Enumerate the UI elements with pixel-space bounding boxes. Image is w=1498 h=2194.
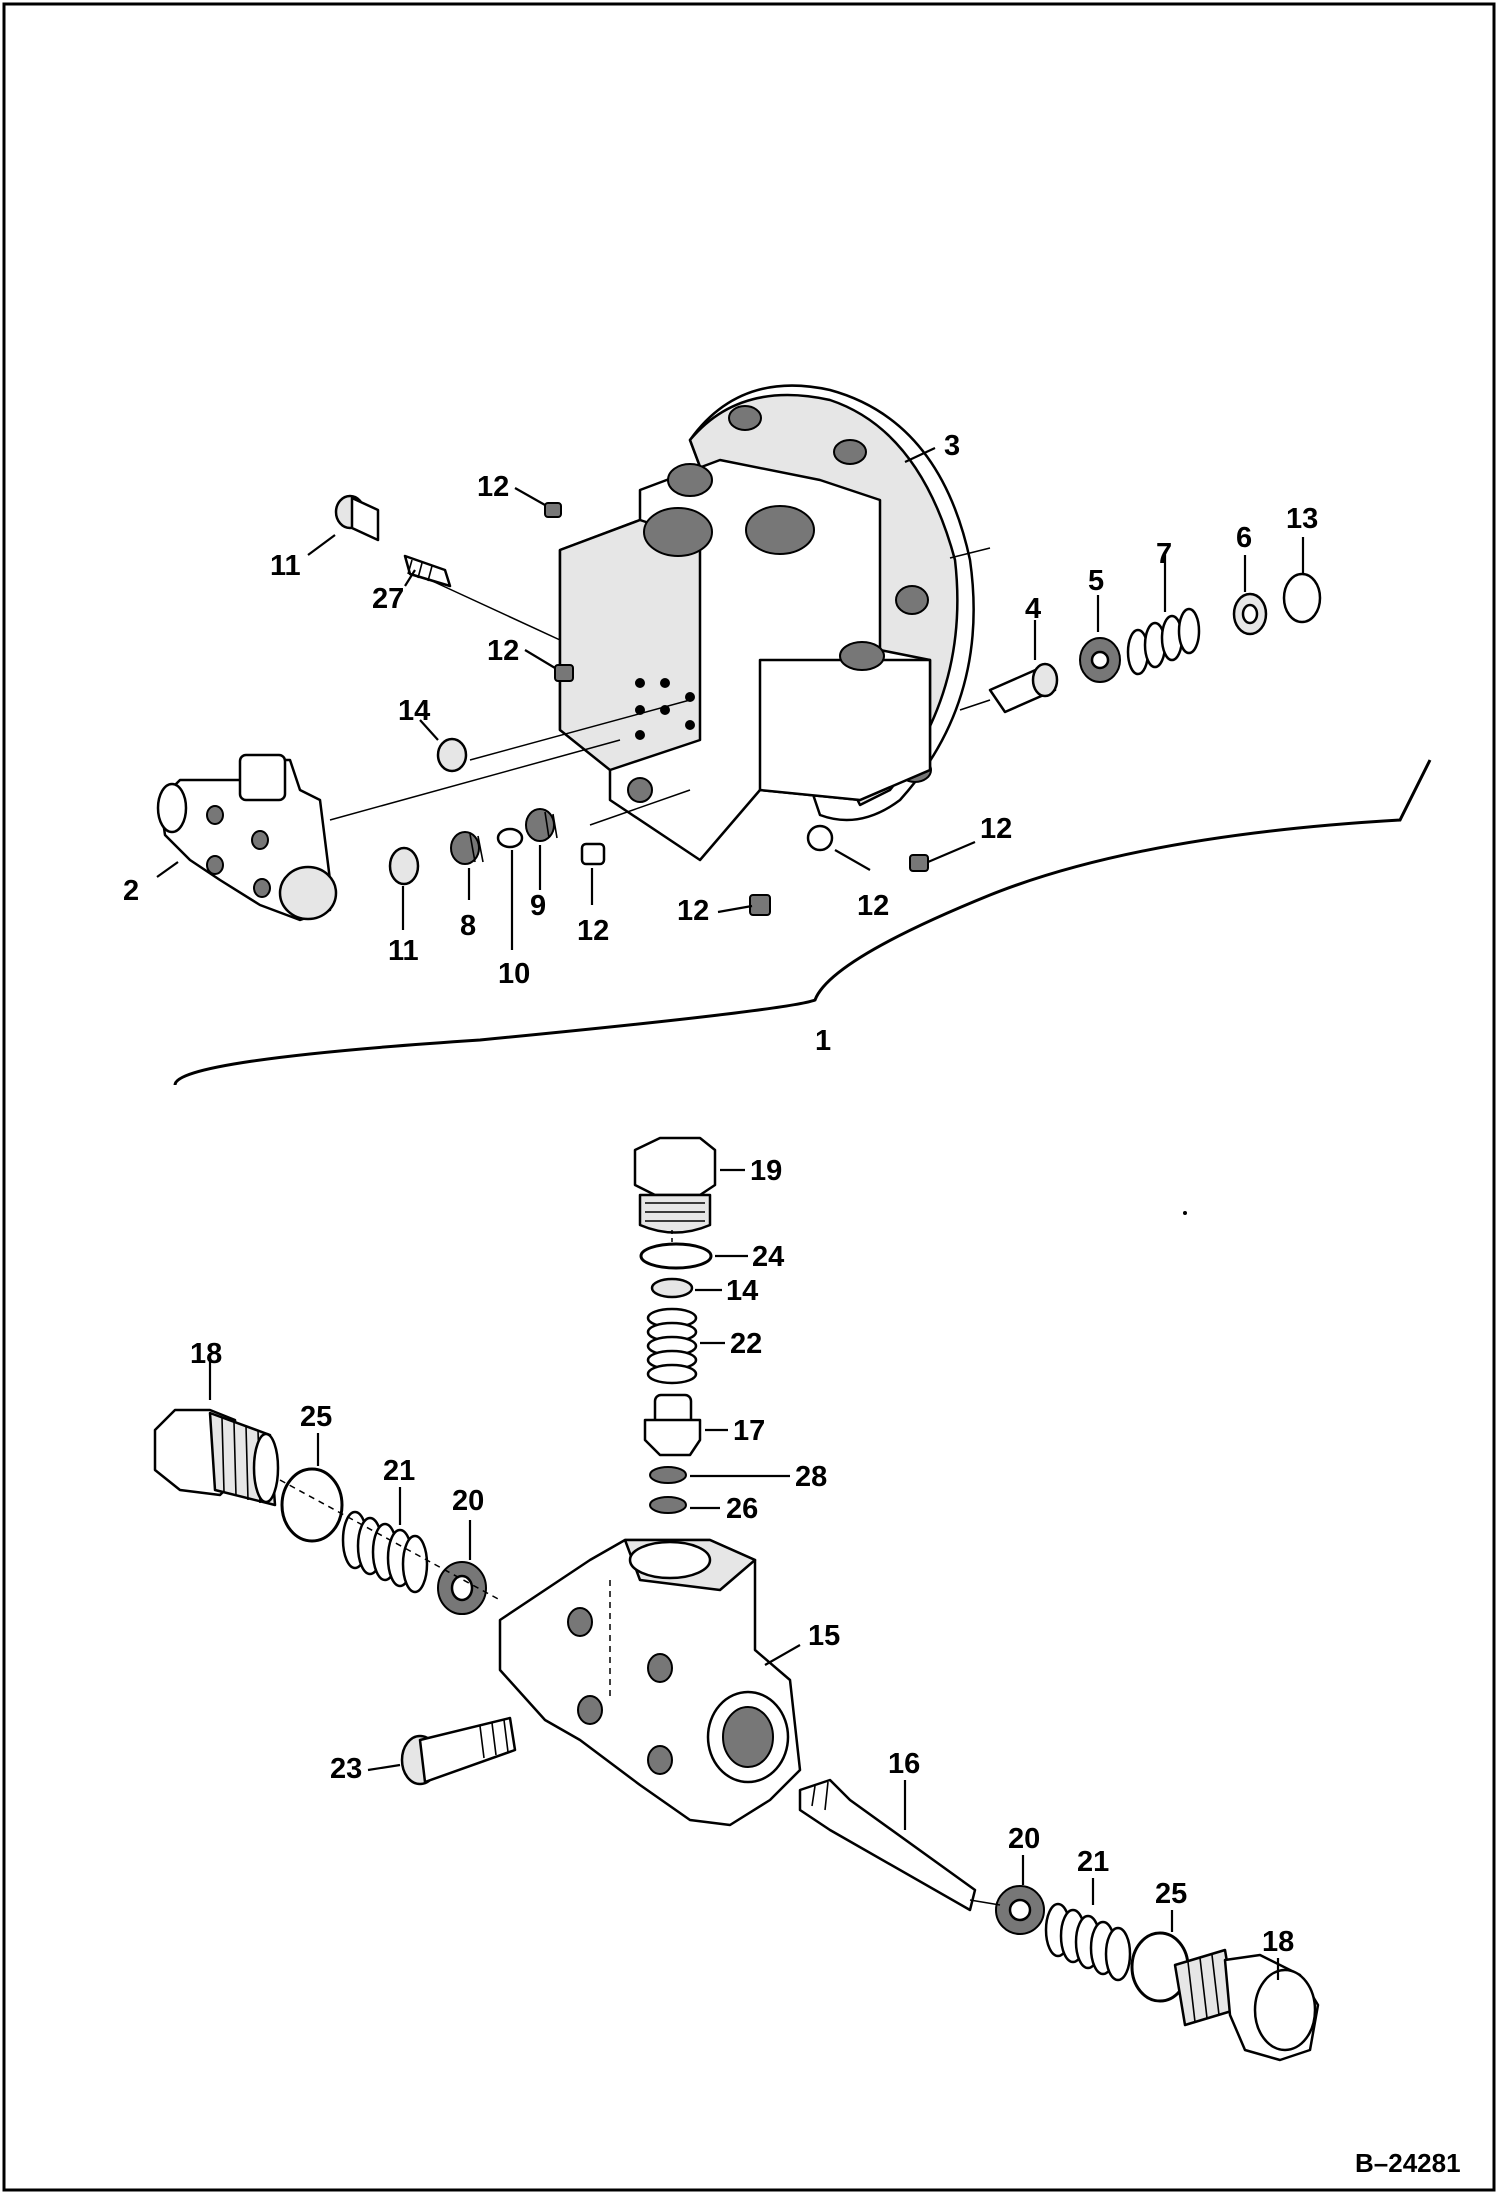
poppet-17 [643, 1393, 702, 1457]
spool-16 [798, 1778, 977, 1912]
callout-11b: 11 [388, 935, 419, 967]
callout-3: 3 [944, 430, 960, 462]
callout-18-left: 18 [190, 1338, 222, 1370]
callout-16: 16 [888, 1748, 920, 1780]
lower-assembly [153, 1136, 1320, 2062]
callout-18-right: 18 [1262, 1926, 1294, 1958]
callouts-upper: 3 12 11 27 12 14 13 6 7 5 4 2 11 8 10 9 … [123, 430, 1318, 1057]
leaders-lower [208, 1168, 1280, 1980]
callout-9: 9 [530, 890, 546, 922]
callout-21-right: 21 [1077, 1846, 1109, 1878]
screw-27 [403, 554, 452, 588]
washer-28 [649, 1466, 687, 1484]
callout-12e: 12 [857, 890, 889, 922]
callout-14b: 14 [726, 1275, 758, 1307]
callout-17: 17 [733, 1415, 765, 1447]
callouts-lower: 19 24 14 22 17 28 26 18 25 21 20 15 23 1… [190, 1155, 1294, 1958]
callout-28: 28 [795, 1461, 827, 1493]
callout-12f: 12 [980, 813, 1012, 845]
callout-25-left: 25 [300, 1401, 332, 1433]
callout-20-right: 20 [1008, 1823, 1040, 1855]
callout-10: 10 [498, 958, 530, 990]
callout-14a: 14 [398, 695, 430, 727]
assembly-callout-1: 1 [815, 1025, 831, 1057]
callout-4: 4 [1025, 593, 1041, 625]
callout-25-right: 25 [1155, 1878, 1187, 1910]
plugs-12 [544, 502, 929, 916]
spring-21-right [1044, 1902, 1132, 1982]
callout-12c: 12 [577, 915, 609, 947]
o-ring-24 [639, 1242, 713, 1270]
stray-dot [1183, 1211, 1187, 1215]
callout-12a: 12 [477, 471, 509, 503]
plug-18-left [153, 1408, 280, 1507]
plug-19 [633, 1136, 717, 1234]
callout-21-left: 21 [383, 1455, 415, 1487]
callout-26: 26 [726, 1493, 758, 1525]
leaders-upper [156, 447, 1305, 950]
callout-12b: 12 [487, 635, 519, 667]
right-parts-4-to-13 [988, 572, 1322, 714]
assembly-brace [173, 759, 1432, 1086]
alignment-lines-lower [279, 1230, 1001, 1906]
plug-18-right [1173, 1948, 1320, 2062]
callout-24: 24 [752, 1241, 784, 1273]
callout-19: 19 [750, 1155, 782, 1187]
drawing-number: B–24281 [1355, 2148, 1461, 2178]
spring-7 [1126, 607, 1201, 676]
washer-14 [650, 1277, 694, 1299]
callout-15: 15 [808, 1620, 840, 1652]
bolt-23 [400, 1716, 517, 1786]
washer-26 [649, 1496, 687, 1514]
callout-5: 5 [1088, 565, 1104, 597]
small-parts-8-9-10-11 [388, 808, 558, 886]
callout-22: 22 [730, 1328, 762, 1360]
spring-21-left [341, 1510, 429, 1594]
plug-11-upper [334, 494, 380, 542]
o-ring-25-left [280, 1467, 344, 1543]
callout-20-left: 20 [452, 1485, 484, 1517]
callout-11a: 11 [270, 550, 301, 582]
callout-23: 23 [330, 1753, 362, 1785]
callout-13: 13 [1286, 503, 1318, 535]
callout-12d: 12 [677, 895, 709, 927]
alignment-lines-upper [329, 579, 991, 826]
valve-body-15 [498, 1538, 802, 1827]
callout-8: 8 [460, 910, 476, 942]
spring-22 [646, 1307, 698, 1385]
upper-assembly [156, 384, 1432, 1086]
callout-7: 7 [1156, 538, 1172, 570]
washer-14-upper [436, 737, 468, 773]
callout-27: 27 [372, 583, 404, 615]
callout-2: 2 [123, 875, 139, 907]
relief-valve-2 [156, 753, 338, 922]
callout-6: 6 [1236, 522, 1252, 554]
